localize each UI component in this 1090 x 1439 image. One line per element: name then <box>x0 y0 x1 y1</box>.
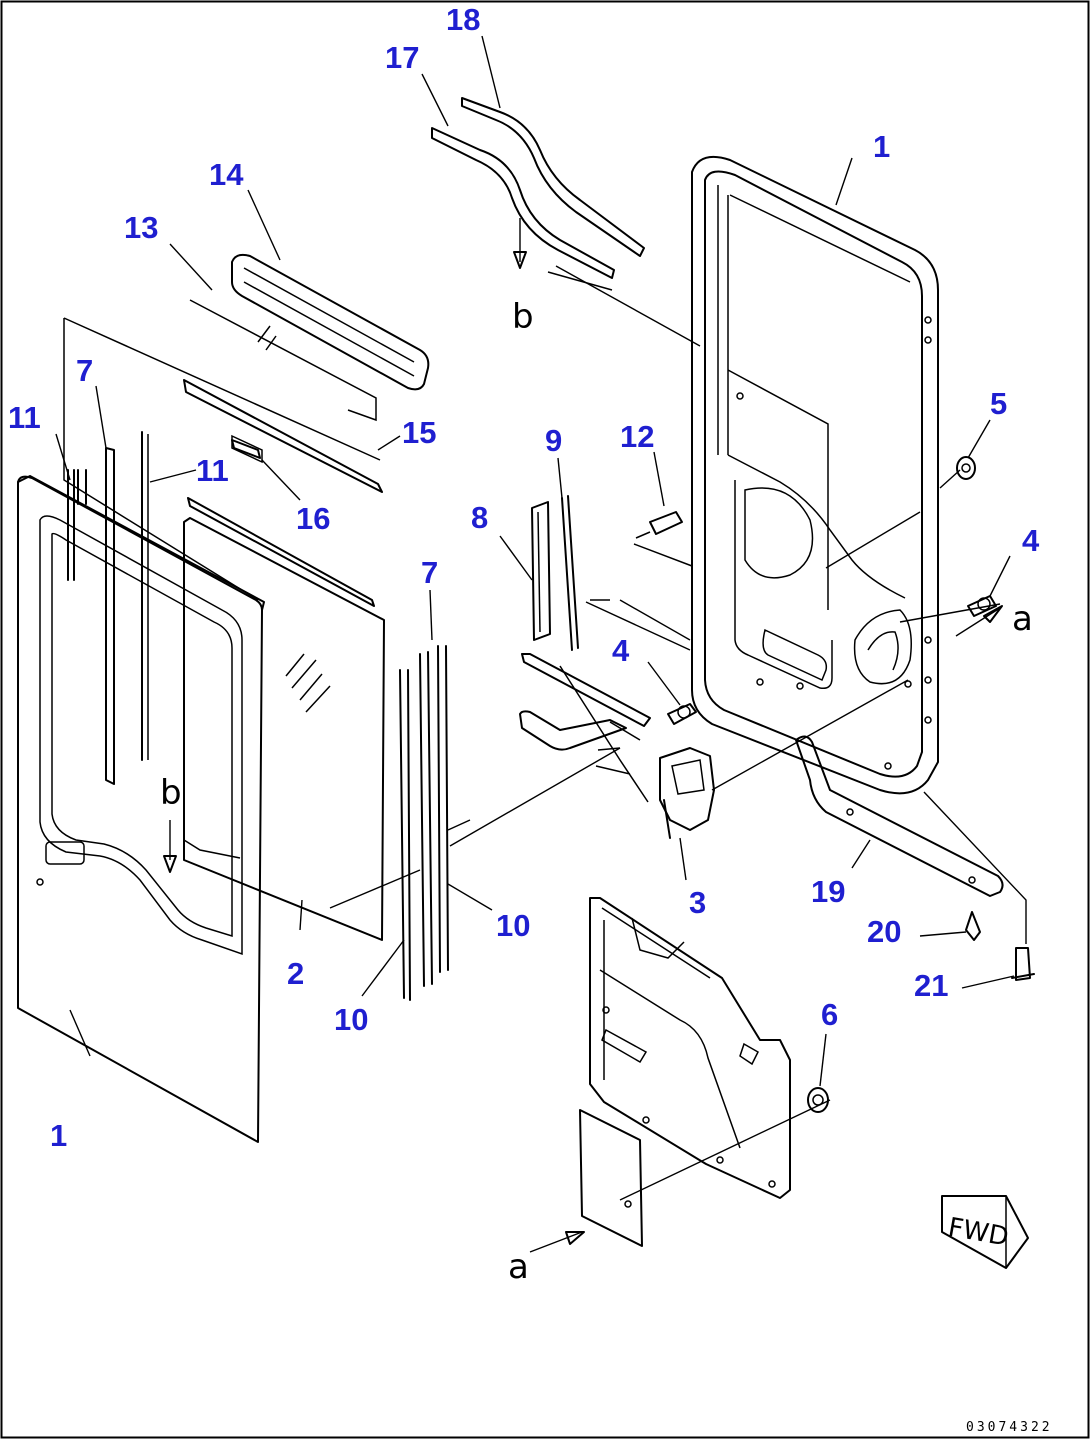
callout-10-center: 10 <box>496 908 530 943</box>
callouts: 1 1 2 3 4 4 5 6 7 7 8 9 10 10 11 11 12 1… <box>8 2 1040 1153</box>
callout-4-center: 4 <box>612 633 630 668</box>
callout-5: 5 <box>990 386 1007 421</box>
window-glass <box>183 517 385 941</box>
ref-a-bottom: a <box>508 1247 529 1287</box>
callout-9: 9 <box>545 423 562 458</box>
callout-14: 14 <box>209 157 244 192</box>
callout-10-left: 10 <box>334 1002 368 1037</box>
upper-window-parts <box>63 253 430 607</box>
callout-18: 18 <box>446 2 480 37</box>
forward-direction-badge: FWD <box>941 1195 1029 1269</box>
drawing-code: 03074322 <box>966 1420 1053 1435</box>
callout-17: 17 <box>385 40 419 75</box>
fasteners <box>231 439 1035 1113</box>
assembly-lines <box>163 218 1027 1253</box>
upper-rails <box>431 97 645 291</box>
leader-lines <box>55 35 1015 1087</box>
callout-11-right: 11 <box>196 453 229 488</box>
ref-b-top: b <box>512 297 534 337</box>
lower-trim <box>795 735 1004 897</box>
forward-label: FWD <box>946 1213 1011 1253</box>
ref-a-right: a <box>1012 599 1033 639</box>
callout-6: 6 <box>821 997 838 1032</box>
glass-channels <box>67 431 449 1001</box>
callout-3: 3 <box>689 885 706 920</box>
ref-b-door: b <box>160 773 182 813</box>
callout-21: 21 <box>914 968 948 1003</box>
reference-marks: a a b b <box>160 297 1033 1287</box>
callout-16: 16 <box>296 501 330 536</box>
callout-20: 20 <box>867 914 901 949</box>
callout-1-bottom: 1 <box>50 1118 67 1153</box>
callout-8: 8 <box>471 500 488 535</box>
callout-12: 12 <box>620 419 654 454</box>
callout-7-center: 7 <box>421 555 438 590</box>
window-regulator <box>519 653 715 839</box>
door-panel-left <box>17 469 265 1143</box>
callout-4-right: 4 <box>1022 523 1040 558</box>
callout-11-left: 11 <box>8 400 41 435</box>
inner-trim-panel <box>579 897 791 1247</box>
callout-13: 13 <box>124 210 158 245</box>
callout-19: 19 <box>811 874 845 909</box>
callout-1-top: 1 <box>873 129 890 164</box>
guide-channels <box>531 495 579 651</box>
callout-15: 15 <box>402 415 436 450</box>
callout-2: 2 <box>287 956 304 991</box>
door-frame-right <box>691 156 939 795</box>
callout-7-left: 7 <box>76 353 93 388</box>
